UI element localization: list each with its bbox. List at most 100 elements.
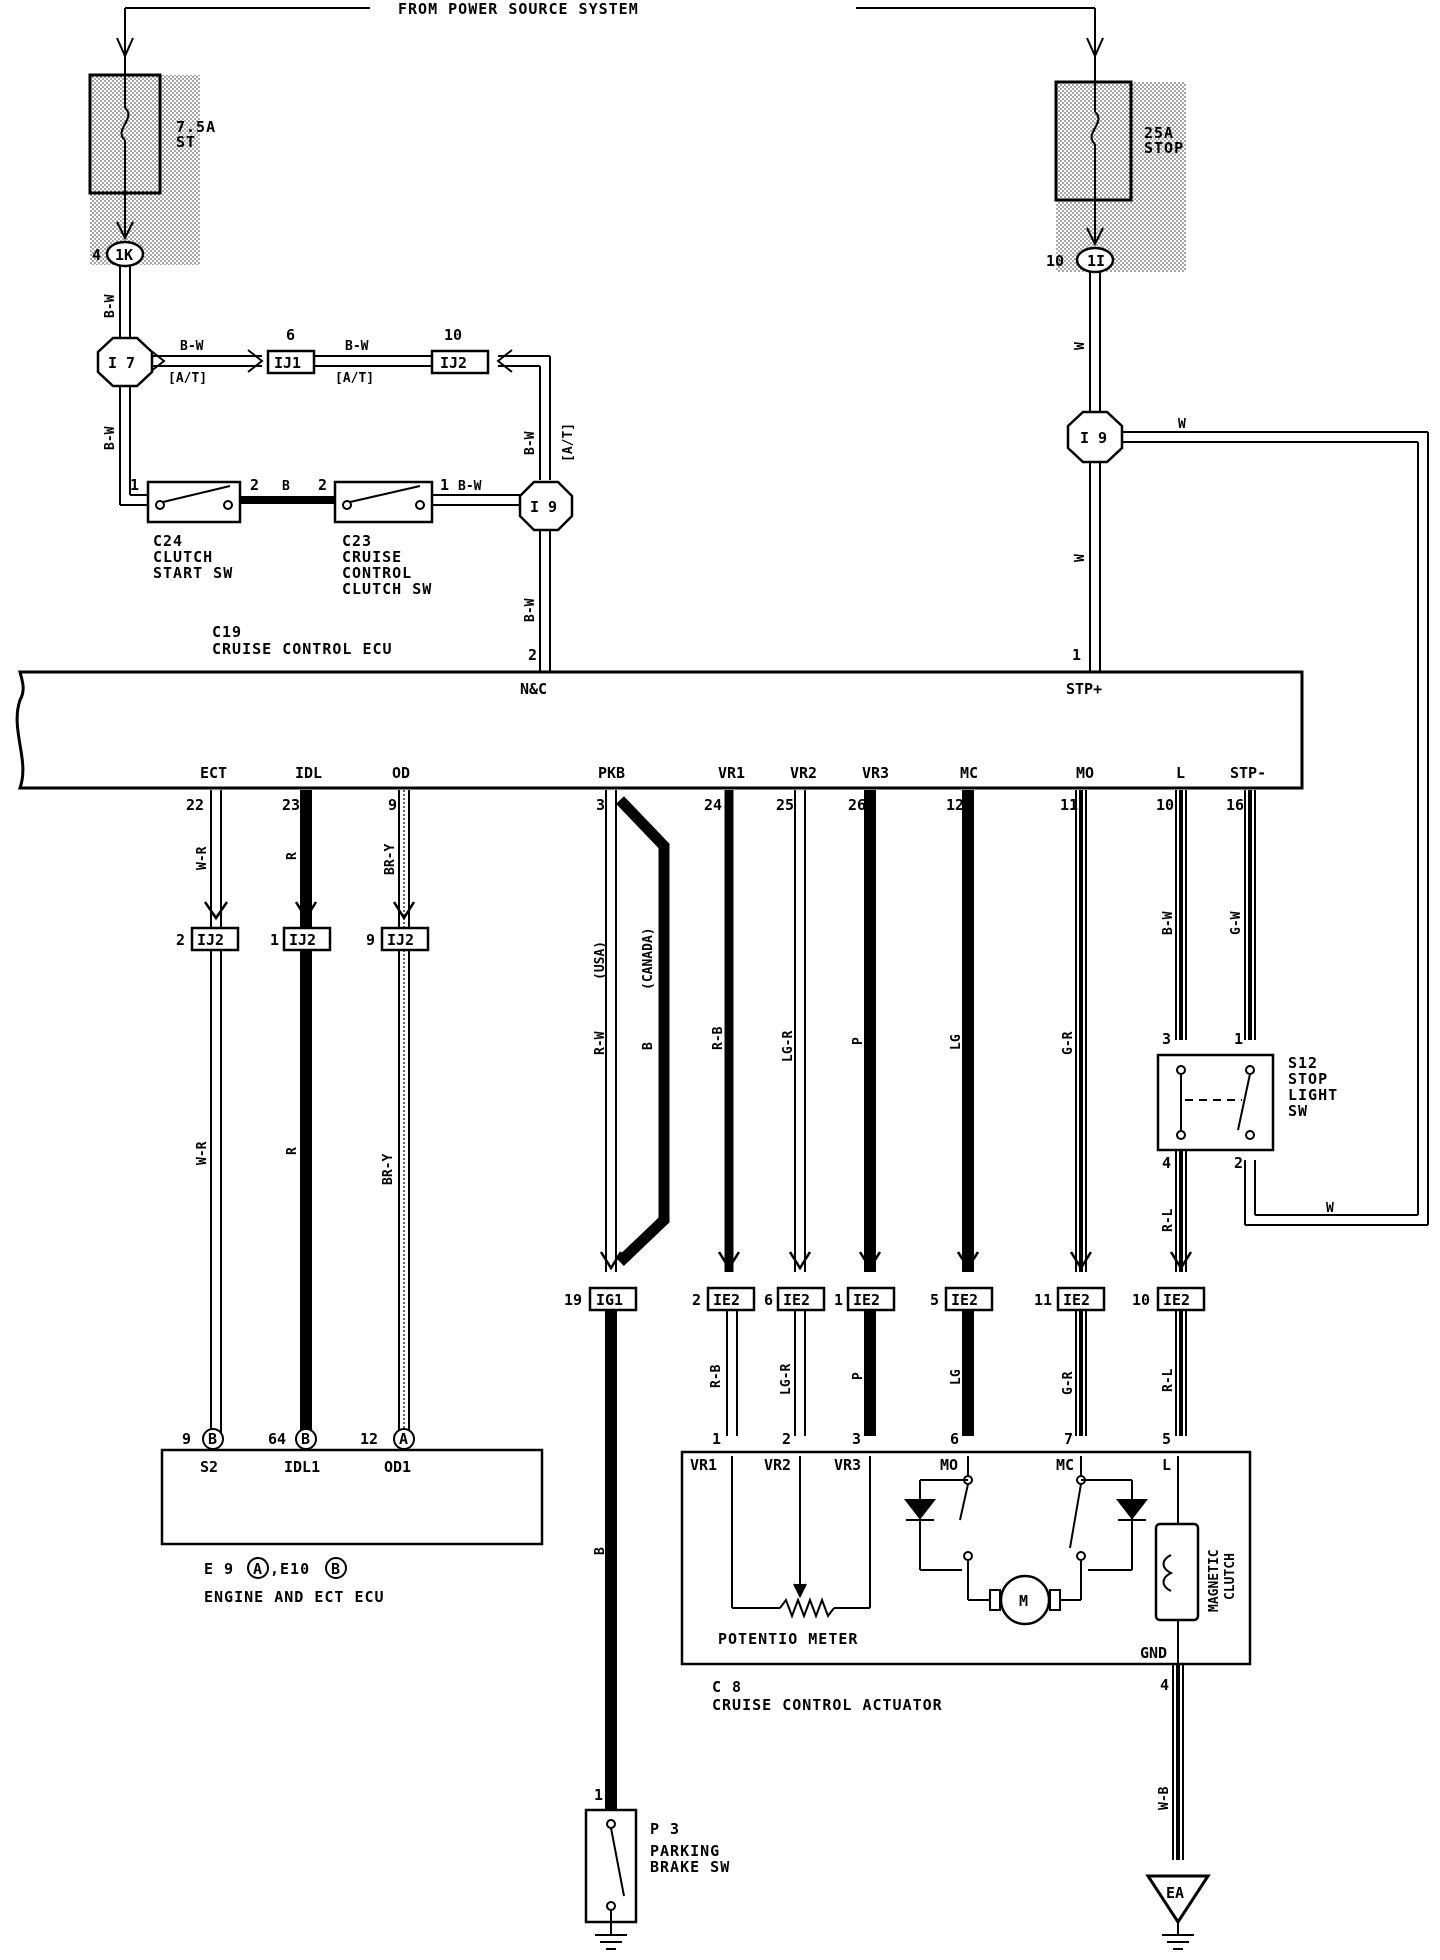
c23-pin-b: 1	[440, 476, 449, 494]
ij2-a-pin: 2	[176, 931, 185, 949]
ecu-num-3: 3	[596, 796, 605, 814]
connector-1i	[1075, 246, 1115, 274]
connector-ij2-top-id: IJ2	[440, 354, 467, 372]
potentiometer-icon	[731, 1456, 871, 1619]
connector-1i-id: 1I	[1087, 252, 1105, 270]
wl-rl-1: R-L	[1161, 1208, 1176, 1232]
motor-label: M	[1019, 1592, 1028, 1610]
connector-1k-pin: 4	[92, 246, 101, 264]
wl-wb: W-B	[1157, 1786, 1172, 1810]
ecu-pin-pkb: PKB	[598, 764, 625, 782]
ecu-pin-mo: MO	[1076, 764, 1094, 782]
ecu-pin-vr3: VR3	[862, 764, 889, 782]
ie2-d-pin: 5	[930, 1291, 939, 1309]
fuse-stop-amps: 25A	[1144, 124, 1174, 142]
ij2-a-id: IJ2	[197, 931, 224, 949]
act-pin-3: 3	[852, 1430, 861, 1448]
wl-rl-2: R-L	[1161, 1368, 1176, 1392]
fuse-st-name: ST	[176, 133, 196, 151]
fuse-st-amps: 7.5A	[176, 118, 216, 136]
wl-lgr-2: LG-R	[779, 1364, 794, 1395]
ie2-c-pin: 1	[834, 1291, 843, 1309]
wl-lg-2: LG	[949, 1369, 964, 1385]
wire-label-bw-vert-2: B-W	[103, 426, 118, 450]
wire-label-bw-vert-4: B-W	[523, 598, 538, 622]
wire-label-b: B	[282, 479, 290, 494]
connector-ij2-top-pin: 10	[444, 326, 462, 344]
ie2-connector-row: IG1 19 IE2 2 IE2 6 IE2 1 IE2 5 IE2 11 IE…	[564, 1286, 1206, 1312]
ie2-b-id: IE2	[783, 1291, 810, 1309]
ij2-c-id: IJ2	[387, 931, 414, 949]
wire-label-bw-2: B-W	[345, 339, 369, 354]
magnetic-clutch-icon: MAGNETIC CLUTCH	[1154, 1456, 1238, 1664]
ecu-num-22: 22	[186, 796, 204, 814]
ecu-pin-stp-minus: STP-	[1230, 764, 1266, 782]
connector-1k	[105, 240, 145, 268]
clutch-circuit-wires	[119, 266, 551, 672]
ground-icon-p3	[595, 1934, 627, 1950]
c23-line2: CONTROL	[342, 564, 412, 582]
wire-label-bw-1: B-W	[180, 339, 204, 354]
switch-s12: 3 1 4 2 S12 STOP LIGHT SW	[1156, 1030, 1337, 1172]
eng-pin-12: 12	[360, 1430, 378, 1448]
wl-rb-2: R-B	[709, 1364, 724, 1388]
connector-1i-pin: 10	[1046, 252, 1064, 270]
wl-b-pkb: B	[641, 1042, 656, 1050]
eng-pin-9: 9	[182, 1430, 191, 1448]
clutch-line1: MAGNETIC	[1207, 1549, 1222, 1612]
act-gnd-pin: 4	[1160, 1676, 1169, 1694]
power-source-feed: FROM POWER SOURCE SYSTEM	[116, 0, 1104, 59]
wl-gr-1: G-R	[1061, 1031, 1076, 1055]
ecu-pin-vr2: VR2	[790, 764, 817, 782]
s12-pin-4: 4	[1162, 1154, 1171, 1172]
ecu-num-16: 16	[1226, 796, 1244, 814]
connector-i9-left-label: I 9	[530, 498, 557, 516]
wire-label-bw-vert-3: B-W	[523, 431, 538, 455]
ie2-e-id: IE2	[1063, 1291, 1090, 1309]
connector-ij1: IJ1 6	[266, 326, 338, 375]
s12-pin-3: 3	[1162, 1030, 1171, 1048]
p3-pin: 1	[594, 1786, 603, 1804]
wire-label-w-2: W	[1073, 554, 1088, 562]
act-name-vr2: VR2	[764, 1456, 791, 1474]
wl-r-1: R	[285, 852, 300, 860]
ecu-name: CRUISE CONTROL ECU	[212, 640, 393, 658]
ground-ea: EA	[1145, 1874, 1211, 1950]
wire-color-labels: W-R R BR-Y W-R R BR-Y (USA) R-W (CANADA)…	[195, 844, 1244, 1810]
wl-gr-2: G-R	[1061, 1371, 1076, 1395]
ecu-pin-od: OD	[392, 764, 410, 782]
eng-ref-e9: E 9	[204, 1560, 234, 1578]
act-pin-1: 1	[712, 1430, 721, 1448]
ij2-connector-row: IJ2 2 IJ2 1 IJ2 9	[176, 926, 430, 952]
act-name-vr1: VR1	[690, 1456, 717, 1474]
s12-pin-1: 1	[1234, 1030, 1243, 1048]
act-name-mc: MC	[1056, 1456, 1074, 1474]
wire-label-bw-vert-1: B-W	[103, 294, 118, 318]
act-name-l: L	[1162, 1456, 1171, 1474]
arrow-to-ij1	[247, 349, 264, 373]
act-name-mo: MO	[940, 1456, 958, 1474]
wl-p-1: P	[851, 1037, 866, 1045]
ie2-b-pin: 6	[764, 1291, 773, 1309]
c24-line1: CLUTCH	[153, 548, 213, 566]
switch-c23: 2 1 C23 CRUISE CONTROL CLUTCH SW	[318, 476, 449, 598]
wire-label-bw-h: B-W	[458, 479, 482, 494]
arrow-i7-out	[149, 349, 166, 373]
act-pin-7: 7	[1064, 1430, 1073, 1448]
lower-wires	[210, 790, 1256, 1860]
clutch-line2: CLUTCH	[1223, 1553, 1238, 1600]
connector-i9-right-label: I 9	[1080, 429, 1107, 447]
c23-id: C23	[342, 532, 372, 550]
act-pin-6: 6	[950, 1430, 959, 1448]
ecu-num-25: 25	[776, 796, 794, 814]
s12-line3: SW	[1288, 1102, 1308, 1120]
wl-b-p3: B	[593, 1547, 608, 1555]
ecu-pin-stp-plus: STP+	[1066, 680, 1102, 698]
eng-conn-b2: B	[301, 1430, 310, 1448]
ij2-c-pin: 9	[366, 931, 375, 949]
p3-line2: BRAKE SW	[650, 1858, 730, 1876]
connector-arrows	[203, 901, 1193, 1271]
ie2-c-id: IE2	[853, 1291, 880, 1309]
ecu-num-12: 12	[946, 796, 964, 814]
wl-gw: G-W	[1229, 911, 1244, 935]
